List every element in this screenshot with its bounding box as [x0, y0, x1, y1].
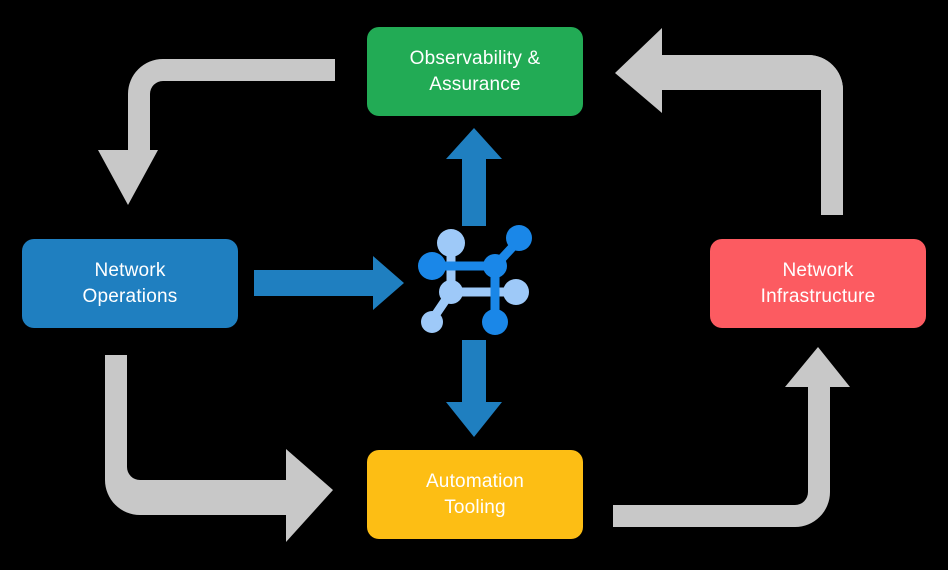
arrow-infrastructure-to-observability [615, 28, 843, 215]
node-box-network-operations[interactable]: Network Operations [22, 239, 238, 328]
arrow-center-to-automation [446, 340, 502, 437]
arrow-observability-to-operations [98, 59, 335, 205]
arrow-operations-to-automation [105, 355, 333, 542]
node-box-observability[interactable]: Observability & Assurance [367, 27, 583, 116]
arrow-automation-to-infrastructure [613, 347, 850, 527]
node-label-network-infrastructure: Network Infrastructure [760, 260, 876, 307]
arrow-center-to-observability [446, 128, 502, 226]
network-topology-icon [418, 225, 532, 335]
node-label-network-operations: Network Operations [82, 260, 178, 307]
node-label-automation-tooling: Automation Tooling [425, 471, 525, 518]
node-label-observability: Observability & Assurance [409, 48, 541, 95]
node-box-network-infrastructure[interactable]: Network Infrastructure [710, 239, 926, 328]
node-box-automation-tooling[interactable]: Automation Tooling [367, 450, 583, 539]
arrow-operations-to-center [254, 256, 404, 310]
